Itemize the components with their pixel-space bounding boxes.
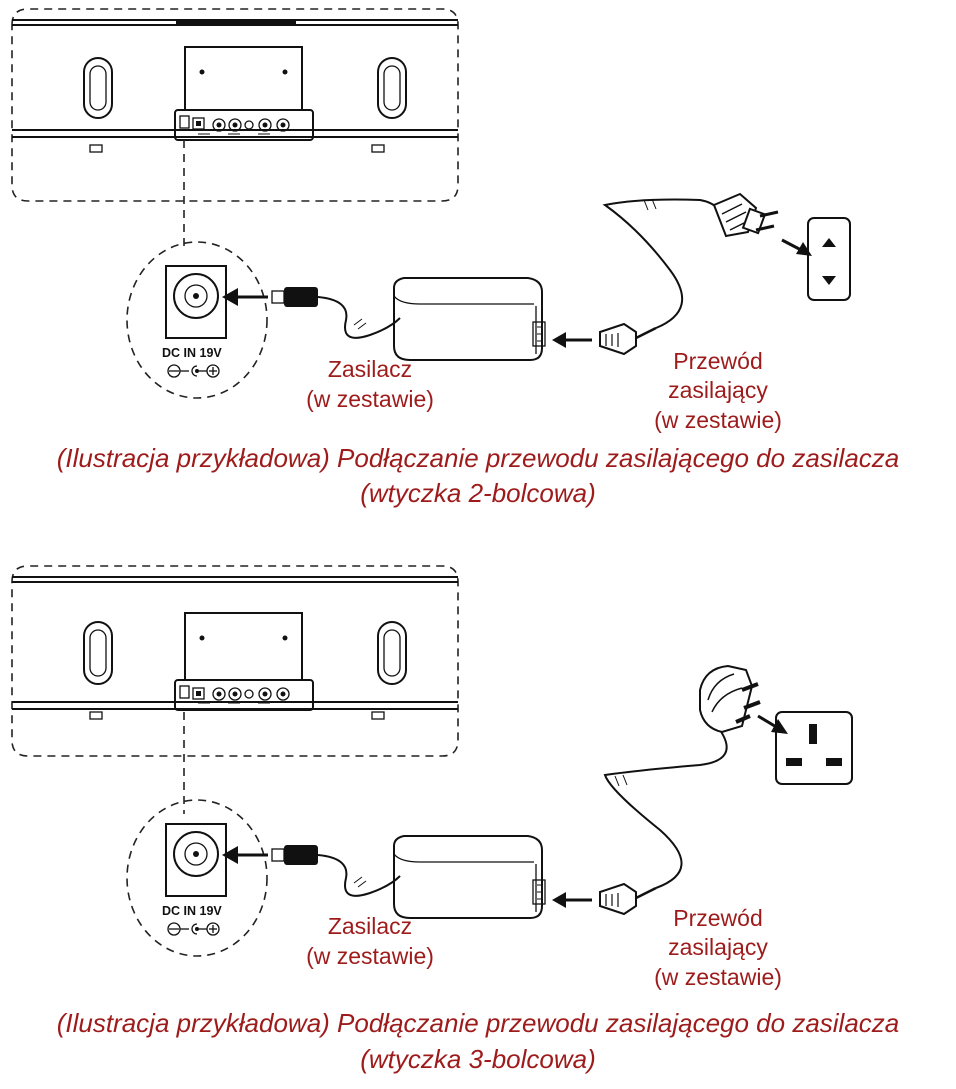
cord-label-line1: Przewód <box>673 348 762 374</box>
adapter-label-line2: (w zestawie) <box>306 943 434 969</box>
arrow-to-adapter <box>552 332 592 348</box>
cord-label-line2: zasilający <box>668 934 768 960</box>
caption-line1: (Ilustracja przykładowa) Podłączanie prz… <box>57 1008 900 1038</box>
dc-jack-label: DC IN 19V <box>162 904 222 918</box>
cord-label-line1: Przewód <box>673 905 762 931</box>
power-cord <box>599 198 721 356</box>
dc-plug <box>222 287 401 339</box>
cord-label-line3: (w zestawie) <box>654 407 782 433</box>
power-adapter <box>393 835 546 919</box>
power-adapter <box>393 277 546 361</box>
dc-jack-label: DC IN 19V <box>162 346 222 360</box>
cord-label-line3: (w zestawie) <box>654 964 782 990</box>
diagram-3-pin: DC IN 19V <box>11 565 900 1074</box>
cord-label-line2: zasilający <box>668 377 768 403</box>
adapter-label-line2: (w zestawie) <box>306 386 434 412</box>
caption-line2: (wtyczka 3-bolcowa) <box>360 1044 596 1074</box>
two-pin-plug <box>712 192 779 238</box>
adapter-label-line1: Zasilacz <box>328 356 412 382</box>
wall-socket-3pin <box>775 711 853 785</box>
soundbar-rear-view <box>11 8 459 202</box>
soundbar-rear-view <box>11 565 459 757</box>
caption-line2: (wtyczka 2-bolcowa) <box>360 478 596 508</box>
arrow-to-socket-3pin <box>757 714 788 734</box>
dc-jack-zoom: DC IN 19V <box>126 241 268 399</box>
caption-line1: (Ilustracja przykładowa) Podłączanie prz… <box>57 443 900 473</box>
dc-jack-zoom: DC IN 19V <box>126 799 268 957</box>
diagram-2-pin: DC IN 19V <box>11 8 900 508</box>
arrow-to-adapter <box>552 892 592 908</box>
three-pin-plug <box>699 664 761 734</box>
dc-plug <box>222 845 401 897</box>
adapter-label-line1: Zasilacz <box>328 913 412 939</box>
power-cord <box>599 729 728 916</box>
wall-socket-2pin <box>807 217 851 301</box>
